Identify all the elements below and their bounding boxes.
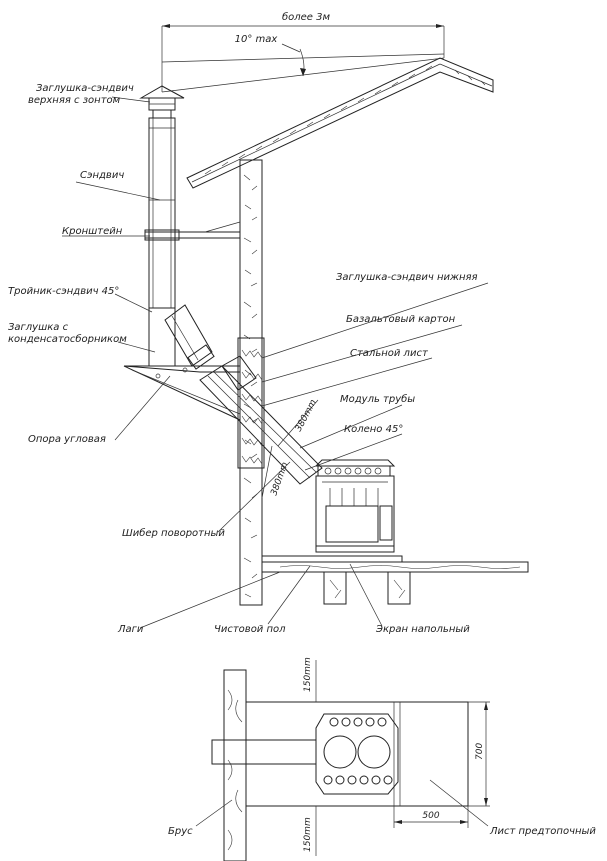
chimney-bracket [144,221,241,241]
label-cap-condensate: Заглушка с конденсатосборником [8,322,127,345]
dimension-plan-500-text: 500 [422,811,439,821]
label-finish-floor: Чистовой пол [214,624,286,635]
label-prefurnace-sheet: Лист предтопочный [489,826,596,837]
dimension-plan-150-bottom-text: 150mm [303,817,313,852]
label-bracket: Кронштейн [62,226,123,237]
leader-lines [62,96,489,827]
dimension-angle: 10° max [161,34,445,93]
chimney-tee-45 [148,304,215,370]
roof [186,57,494,189]
label-cap-condensate-line1: Заглушка с [8,322,69,333]
label-cap-top-line2: верхняя с зонтом [28,95,121,106]
dimension-plan-150-top-text: 150mm [303,657,313,692]
corner-support [123,365,241,421]
dimension-plan-150-bottom: 150mm [303,806,317,856]
dimension-plan-700-text: 700 [475,743,485,760]
dimension-over-3m: более 3м [161,11,445,92]
label-cap-top-line1: Заглушка-сэндвич [36,83,134,94]
label-floor-screen: Экран напольный [375,624,470,635]
plan-view [211,669,469,861]
label-pipe-module: Модуль трубы [340,393,415,405]
dimension-380-a: 380mm [277,398,319,447]
dimension-plan-150-top: 150mm [303,657,317,702]
label-cap-condensate-line2: конденсатосборником [8,333,127,345]
floor [261,555,529,605]
label-corner-support: Опора угловая [28,434,106,445]
dimension-plan-700: 700 [468,701,490,807]
stove [314,459,396,553]
dimension-over-3m-text: более 3м [282,11,331,23]
label-beam: Брус [168,826,193,837]
dimension-380-a-text: 380mm [294,398,319,434]
label-cap-bottom: Заглушка-сэндвич нижняя [336,272,478,283]
label-cap-top: Заглушка-сэндвич верхняя с зонтом [28,83,137,106]
dimension-380-b: 380mm [261,445,291,499]
dimension-plan-500: 500 [393,806,469,828]
label-basalt-board: Базальтовый картон [346,314,456,325]
chimney-sandwich-pipe [148,117,176,309]
label-sandwich: Сэндвич [80,170,124,181]
dimension-angle-text: 10° max [235,34,278,45]
diagonal-pipe-module [199,355,323,485]
label-joists: Лаги [117,624,144,635]
label-damper: Шибер поворотный [122,527,225,539]
label-elbow-45: Колено 45° [344,424,403,435]
label-steel-sheet: Стальной лист [350,348,429,359]
wall [237,159,265,606]
label-tee-45: Тройник-сэндвич 45° [8,286,119,297]
